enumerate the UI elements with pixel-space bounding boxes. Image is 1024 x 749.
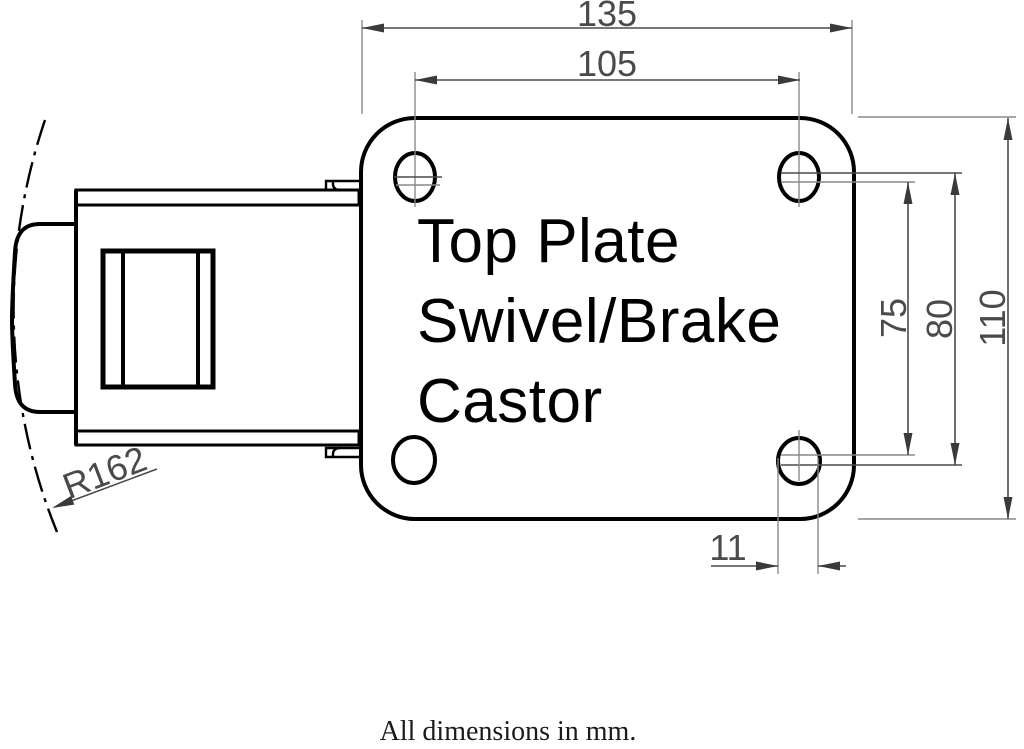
arrowhead-110-bottom: [1003, 497, 1013, 519]
top-plate-outline: [359, 116, 856, 521]
dim-label-80: 80: [919, 299, 960, 339]
brake-tab-bottom: [324, 446, 359, 459]
plate-title-line2: Swivel/Brake: [417, 287, 781, 356]
arrowhead-110-top: [1003, 118, 1013, 140]
fork-top-flange: [74, 188, 361, 207]
wheel-hub: [100, 248, 216, 390]
plate-title-line1: Top Plate: [417, 207, 680, 276]
arrowhead-75-top: [903, 182, 913, 204]
mounting-slot-bottom-left: [391, 435, 437, 485]
dim-label-105: 105: [577, 43, 637, 84]
arrowhead-105-left: [415, 75, 437, 85]
arrowhead-75-bottom: [903, 433, 913, 455]
wheel-profile: [10, 222, 76, 414]
arrowhead-80-bottom: [950, 443, 960, 465]
dim-label-11: 11: [709, 527, 746, 568]
brake-tab-top-notch: [331, 181, 341, 192]
units-note: All dimensions in mm.: [380, 716, 637, 747]
arrowhead-105-right: [778, 75, 800, 85]
dim-label-135: 135: [577, 0, 637, 34]
arrowhead-11-left: [756, 561, 778, 571]
arrowhead-135-left: [362, 23, 384, 33]
arrowhead-80-top: [950, 173, 960, 195]
dim-label-110: 110: [972, 289, 1013, 346]
fork-bottom-flange: [74, 429, 361, 447]
plate-title-line3: Castor: [417, 367, 603, 436]
dim-label-r162: R162: [57, 438, 152, 507]
arrowhead-r162: [52, 496, 75, 508]
dim-label-75: 75: [873, 298, 914, 338]
swivel-radius-centerline-arc: [12, 119, 59, 533]
arrowhead-135-right: [830, 23, 852, 33]
brake-tab-top: [324, 179, 359, 192]
arrowhead-11-right: [818, 561, 840, 571]
brake-tab-bottom-notch: [331, 446, 341, 457]
